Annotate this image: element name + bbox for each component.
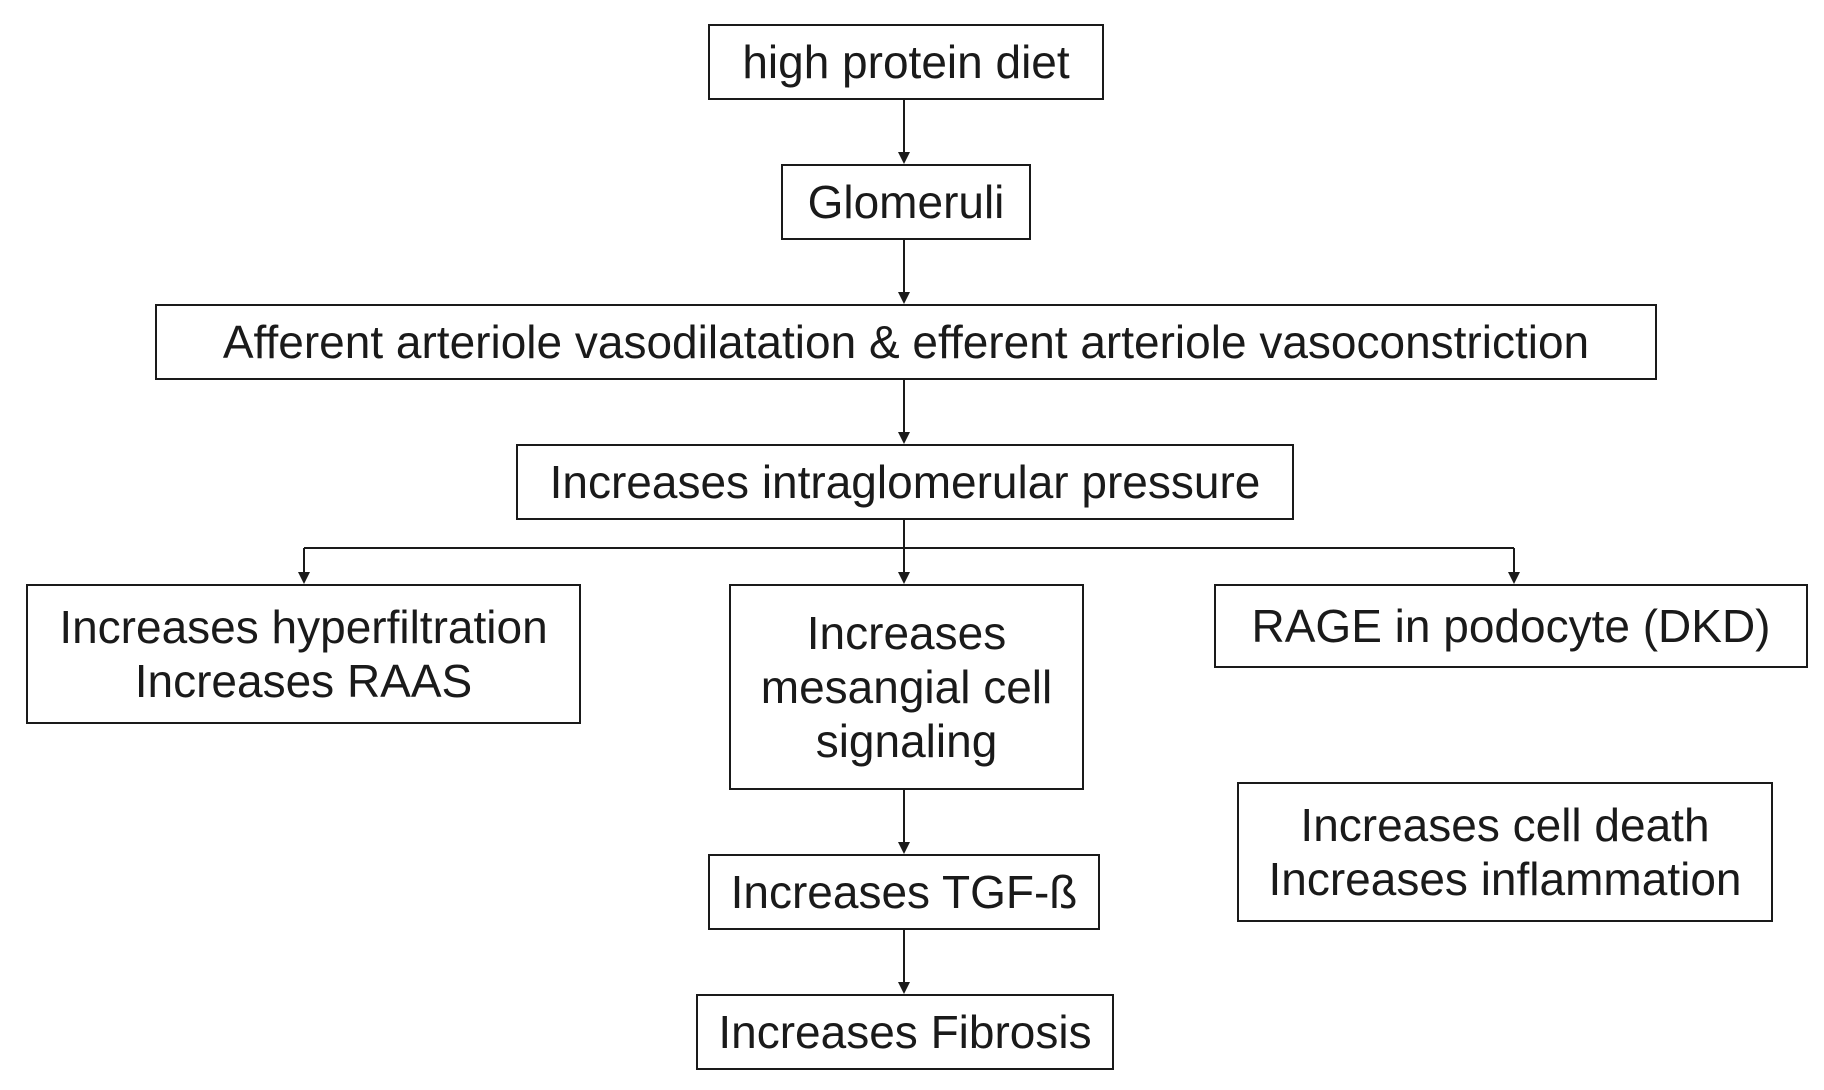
node-rage-podocyte-label: RAGE in podocyte (DKD) bbox=[1251, 599, 1771, 652]
node-hyperfiltration-line-2: Increases RAAS bbox=[134, 655, 473, 707]
node-tgf-beta: Increases TGF-ß bbox=[708, 854, 1100, 930]
node-mesangial-signaling: Increases mesangial cell signaling bbox=[729, 584, 1084, 790]
node-mesangial-line-3: signaling bbox=[815, 715, 998, 768]
node-arteriole-response-label: Afferent arteriole vasodilatation & effe… bbox=[222, 315, 1590, 368]
node-arteriole-response: Afferent arteriole vasodilatation & effe… bbox=[155, 304, 1657, 380]
node-high-protein-diet: high protein diet bbox=[708, 24, 1104, 100]
node-cell-death-inflammation: Increases cell death Increases inflammat… bbox=[1237, 782, 1773, 922]
node-mesangial-line-1: Increases bbox=[806, 606, 1007, 659]
node-hyperfiltration-raas: Increases hyperfiltration Increases RAAS bbox=[26, 584, 581, 724]
node-intraglomerular-pressure: Increases intraglomerular pressure bbox=[516, 444, 1294, 520]
node-high-protein-diet-label: high protein diet bbox=[742, 35, 1070, 88]
node-rage-podocyte: RAGE in podocyte (DKD) bbox=[1214, 584, 1808, 668]
node-tgf-beta-label: Increases TGF-ß bbox=[730, 865, 1078, 918]
node-fibrosis-label: Increases Fibrosis bbox=[718, 1005, 1092, 1058]
node-glomeruli: Glomeruli bbox=[781, 164, 1031, 240]
node-cell-death-line-1: Increases cell death bbox=[1300, 798, 1710, 851]
node-glomeruli-label: Glomeruli bbox=[807, 175, 1005, 228]
node-fibrosis: Increases Fibrosis bbox=[696, 994, 1114, 1070]
node-mesangial-line-2: mesangial cell bbox=[760, 660, 1053, 713]
node-hyperfiltration-line-1: Increases hyperfiltration bbox=[59, 600, 548, 653]
node-cell-death-line-2: Increases inflammation bbox=[1268, 853, 1742, 905]
node-intraglomerular-pressure-label: Increases intraglomerular pressure bbox=[549, 455, 1261, 508]
